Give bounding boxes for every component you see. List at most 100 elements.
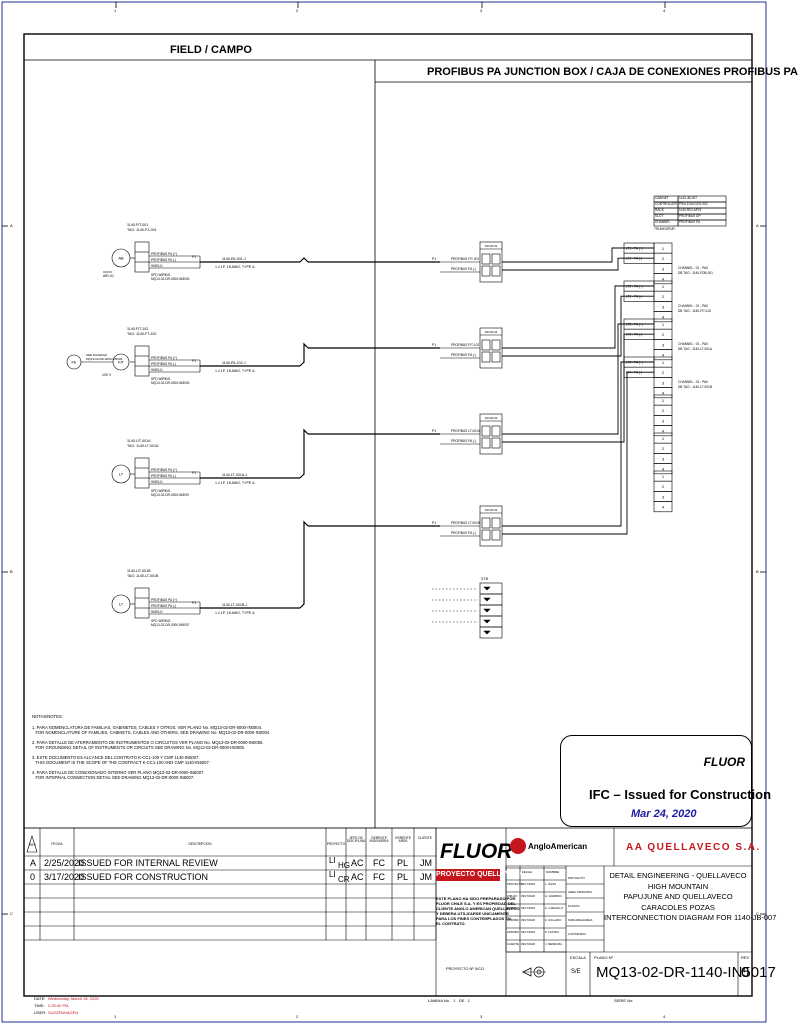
instrument-aux: AIR-01 (103, 274, 114, 278)
cable-tag: 1140-LT-001A-J (222, 473, 247, 477)
jb-info-value: PROFIBUS DP (679, 214, 701, 218)
spur-block-label: SPUR-01 (485, 244, 498, 248)
drawing-title-line: INTERCONNECTION DIAGRAM FOR 1140-JB-007 (604, 913, 777, 922)
terminal-number: 4 (662, 467, 665, 472)
wire-label: PROFIBUS PA (-) (151, 604, 176, 608)
project-field-label: AREA PRINCIPAL (568, 890, 593, 894)
note-line: 2. PARA DETALLE DE ATERRAMIENTO DE INSTR… (32, 740, 264, 745)
drawing-title-line: PAPUJUNE AND QUELLAVECO (623, 892, 733, 901)
print-date-label: DATE: (34, 996, 46, 1001)
drawing-number-label: PLANO Nº (594, 955, 614, 960)
rev-client-initials: JM (420, 858, 432, 868)
terminal-number: 2 (662, 256, 665, 261)
spare-terminal (479, 626, 503, 639)
instrument-note: SEE DIAGRAM (86, 353, 107, 357)
project-field-label: SUB-AREA/AREA (568, 918, 593, 922)
terminal-number: 1 (662, 436, 665, 441)
spare-terminal (479, 582, 503, 595)
sign-role: APROBO (507, 918, 519, 922)
revision-label: REV (741, 955, 750, 960)
terminal-number: 2 (662, 484, 665, 489)
spare-arrow-icon (483, 619, 491, 624)
spur-terminal (491, 351, 501, 363)
pair-label: P1 (432, 521, 436, 525)
drawing-title-line: HIGH MOUNTAIN (647, 881, 709, 891)
terminal-number: 2 (662, 332, 665, 337)
sign-name: P. LASTRA (545, 930, 559, 934)
cable-type: 1 x 1P, 18 AWG, TYPE A (215, 611, 255, 615)
note-line: FOR GROUNDING DETAIL OF INSTRUMENTS OR C… (32, 745, 245, 750)
trunk-wire (502, 257, 654, 271)
sign-date: 03/17/2020 (521, 894, 535, 898)
zone-row-c: C (10, 911, 13, 916)
zone-row-b-right: B (756, 569, 759, 574)
rev-header: DESCRIPCION (188, 842, 212, 846)
terminal-number: 4 (662, 353, 665, 358)
scale-label: ESCALA (570, 955, 586, 960)
rev-description: ISSUED FOR CONSTRUCTION (78, 872, 209, 882)
instrument-bubble-label: FIT (118, 360, 125, 365)
rev-eng-manager-initials: FC (373, 858, 385, 868)
spare-terminal (479, 593, 503, 606)
terminal-number: 4 (662, 277, 665, 282)
spur-block-label: SPUR-02 (485, 330, 498, 334)
terminal-label: LT3 - PA (+) (626, 323, 643, 327)
note-line: 3. ESTE DOCUMENTO ES ALCANCE DEL CONTRAT… (32, 755, 200, 760)
pair-label: P1 (192, 359, 196, 363)
pair-label: P1 (192, 255, 196, 259)
jb-spur (440, 285, 654, 369)
zone-col-2-bottom: 2 (296, 1014, 299, 1019)
jb-info-key: CONTROLLER (655, 202, 677, 206)
trunk-wire (502, 285, 654, 349)
general-notes: 1. PARA NOMENCLATURA DE FAMILIAS, GABINE… (32, 725, 270, 780)
wire-label: PROFIBUS PA (-) (151, 362, 176, 366)
spur-terminal (491, 253, 501, 265)
zone-col-3: 3 (480, 8, 483, 13)
zone-row-c-right: C (756, 911, 759, 916)
instrument-terminal-box (134, 457, 150, 489)
instrument-tag: 1140-FIT-102 (127, 327, 148, 331)
rev-triangle-icon (26, 834, 38, 853)
pair-label: P1 (192, 601, 196, 605)
rev-area-manager-initials: PL (397, 858, 409, 868)
jb-info-cell (677, 219, 727, 227)
rev-header: PROYECTO (326, 842, 346, 846)
terminal-number: 4 (662, 391, 665, 396)
instrument-note: SPD WIRING (151, 273, 171, 277)
terminal-db-tag: DB TAG : 1140-FIT-102 (678, 309, 711, 313)
sign-role: PROYECTO (507, 882, 523, 886)
instrument-bubble (112, 353, 130, 371)
terminal-number: 4 (662, 505, 665, 510)
rev-project-initials: LI (329, 856, 336, 865)
sign-date: 03/17/2020 (521, 942, 535, 946)
instrument-terminal-box (134, 587, 150, 619)
sign-name: F. COLLADO (545, 918, 562, 922)
spare-terminal (479, 615, 503, 628)
terminal-label: LT1 - PA (+) (626, 247, 643, 251)
projection-symbol-icon (522, 966, 546, 978)
pair-label: P1 (432, 343, 436, 347)
jb-spur (440, 241, 654, 283)
terminal-number: 2 (662, 408, 665, 413)
jb-section-title: PROFIBUS PA JUNCTION BOX / CAJA DE CONEX… (427, 66, 798, 78)
terminal-number: 2 (662, 370, 665, 375)
jb-info-key: SLOT (655, 214, 664, 218)
pair-label: P1 (432, 257, 436, 261)
jb-wire-label: PROFIBUS PA (-) (451, 353, 476, 357)
terminal-label: LT3 - PA (-) (626, 333, 642, 337)
jb-wire-label: PROFIBUS FIT-102 (451, 343, 479, 347)
wire-label: PROFIBUS PA (+) (151, 252, 177, 256)
instrument-tag: TAG: 1140-LT-001A (127, 444, 159, 448)
trunk-wire (502, 295, 654, 357)
ifc-stamp: FLUOR IFC – Issued for Construction Mar … (560, 735, 771, 827)
zone-col-3-bottom: 3 (480, 1014, 483, 1019)
trunk-wire (502, 333, 654, 443)
zone-col-1: 1 (114, 8, 117, 13)
project-field-label: PROYECTO (568, 876, 585, 880)
rev-lead-initials: AC (351, 872, 364, 882)
spare-arrow-icon (483, 608, 491, 613)
pair-label: P1 (192, 471, 196, 475)
sign-date: 03/17/2020 (521, 918, 535, 922)
drawing-frame (1, 1, 767, 1023)
